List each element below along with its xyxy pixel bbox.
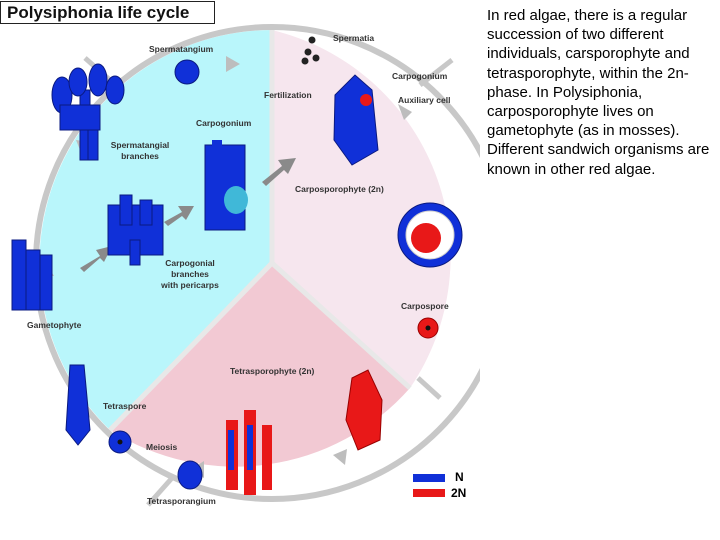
label-tetraspore: Tetraspore — [103, 401, 147, 411]
spermatangial-branches-illustration — [51, 63, 125, 161]
label-carpogonial-3: with pericarps — [161, 280, 219, 290]
spermatia-illustration — [301, 36, 320, 65]
label-carpogonium-top: Carpogonium — [392, 71, 448, 81]
legend-2n-swatch — [413, 489, 445, 497]
label-carpogonial-1: Carpogonial — [165, 258, 215, 268]
tetrasporophyte-sector — [110, 263, 410, 467]
carpospore-illustration — [417, 317, 439, 339]
tetrasporangium-illustration — [177, 460, 203, 490]
label-carpospore: Carpospore — [401, 301, 449, 311]
label-fertilization: Fertilization — [264, 90, 312, 100]
label-spermatia: Spermatia — [333, 33, 375, 43]
description-text: In red algae, there is a regular success… — [487, 7, 710, 178]
label-carpogonium-mid: Carpogonium — [196, 118, 252, 128]
life-cycle-diagram — [11, 24, 480, 507]
tetrasporophyte-illustration — [345, 369, 383, 451]
tetraspore-illustration — [65, 364, 91, 446]
carpogonial-branches-illustration — [107, 194, 164, 266]
label-auxiliary-cell: Auxiliary cell — [398, 95, 451, 105]
label-gametophyte: Gametophyte — [27, 320, 82, 330]
label-spermatangial-2: branches — [121, 151, 159, 161]
label-meiosis: Meiosis — [146, 442, 178, 452]
label-carpogonial-2: branches — [171, 269, 209, 279]
label-tetrasporophyte: Tetrasporophyte (2n) — [230, 366, 315, 376]
label-spermatangium: Spermatangium — [149, 44, 214, 54]
legend-2n-label: 2N — [451, 486, 467, 500]
cystocarp-top-illustration — [333, 74, 379, 166]
label-carposporophyte: Carposporophyte (2n) — [295, 184, 384, 194]
legend-n-swatch — [413, 474, 445, 482]
carposporophyte-sector — [272, 30, 451, 388]
label-tetrasporangium: Tetrasporangium — [147, 496, 216, 506]
meiosis-spore-illustration — [108, 430, 132, 454]
diagram-title: Polysiphonia life cycle — [7, 3, 190, 22]
legend-n-label: N — [455, 470, 464, 484]
spermatangium-illustration — [174, 59, 200, 85]
cystocarp-illustration — [397, 202, 463, 268]
diagram-title-box: Polysiphonia life cycle — [0, 1, 215, 24]
label-spermatangial-1: Spermatangial — [110, 140, 170, 150]
gametophyte-illustration — [11, 239, 53, 311]
tetrasporangium-plants-illustration — [226, 410, 272, 495]
carpogonium-illustration — [204, 140, 248, 231]
